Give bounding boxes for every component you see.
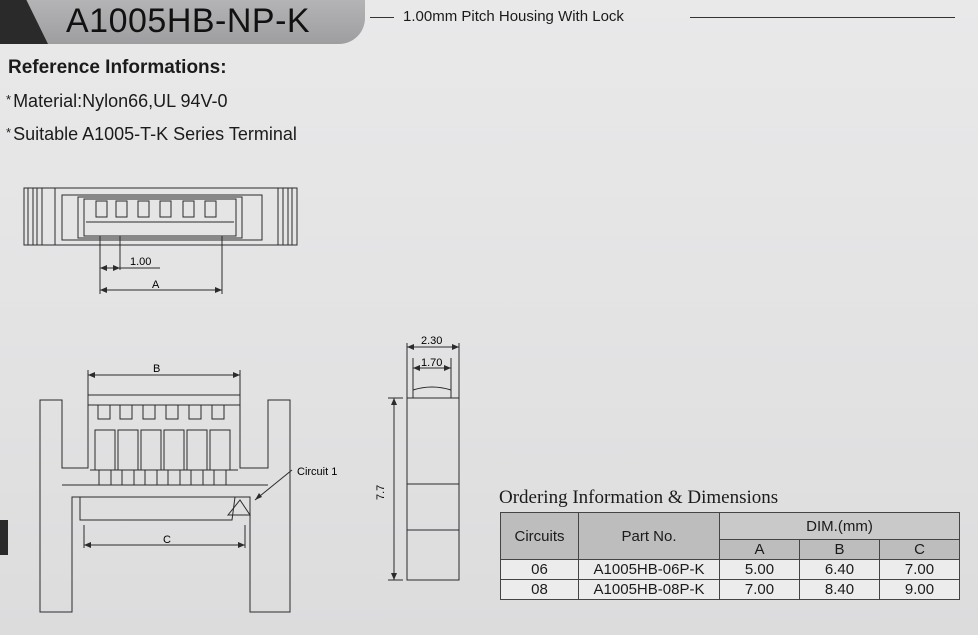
title-tab xyxy=(0,0,365,44)
ordering-table: Circuits Part No. DIM.(mm) A B C 06 A100… xyxy=(500,512,960,600)
header-dim: DIM.(mm) xyxy=(719,512,960,540)
cell-circuits: 06 xyxy=(500,559,579,580)
table-row: 08 A1005HB-08P-K 7.00 8.40 9.00 xyxy=(500,579,960,600)
cell-dim-c: 7.00 xyxy=(879,559,960,580)
cell-dim-b: 8.40 xyxy=(799,579,880,600)
header-part-no: Part No. xyxy=(578,512,720,560)
side-view-drawing xyxy=(388,343,460,581)
cell-dim-c: 9.00 xyxy=(879,579,960,600)
page-subtitle: 1.00mm Pitch Housing With Lock xyxy=(403,8,624,25)
pitch-dimension-label: 1.00 xyxy=(130,256,151,268)
dimension-a-label: A xyxy=(152,279,160,291)
header-dim-c: C xyxy=(879,539,960,560)
bullet-star-icon: * xyxy=(6,92,12,107)
cell-dim-b: 6.40 xyxy=(799,559,880,580)
reference-heading: Reference Informations: xyxy=(8,57,227,78)
cell-dim-a: 5.00 xyxy=(719,559,800,580)
bullet-star-icon: * xyxy=(6,125,12,140)
side-width-outer-label: 2.30 xyxy=(421,335,442,347)
subtitle-dash xyxy=(370,17,394,18)
dimension-b-label: B xyxy=(153,363,160,375)
subtitle-rule xyxy=(690,17,955,18)
cell-part-no: A1005HB-08P-K xyxy=(578,579,720,600)
ordering-title: Ordering Information & Dimensions xyxy=(499,487,779,508)
header-circuits: Circuits xyxy=(500,512,579,560)
table-row: 06 A1005HB-06P-K 5.00 6.40 7.00 xyxy=(500,559,960,580)
reference-item-material: *Material:Nylon66,UL 94V-0 xyxy=(6,91,228,111)
cell-dim-a: 7.00 xyxy=(719,579,800,600)
top-view-drawing xyxy=(23,187,298,294)
page-edge-tab xyxy=(0,520,8,555)
circuit-1-label: Circuit 1 xyxy=(297,466,337,478)
reference-item-terminal: *Suitable A1005-T-K Series Terminal xyxy=(6,124,297,144)
front-view-drawing xyxy=(39,370,293,613)
page-title: A1005HB-NP-K xyxy=(66,2,311,40)
side-width-inner-label: 1.70 xyxy=(421,357,442,369)
cell-part-no: A1005HB-06P-K xyxy=(578,559,720,580)
header-dim-b: B xyxy=(799,539,880,560)
cell-circuits: 08 xyxy=(500,579,579,600)
header-dim-a: A xyxy=(719,539,800,560)
side-height-label: 7.7 xyxy=(375,485,387,500)
dimension-c-label: C xyxy=(163,534,171,546)
